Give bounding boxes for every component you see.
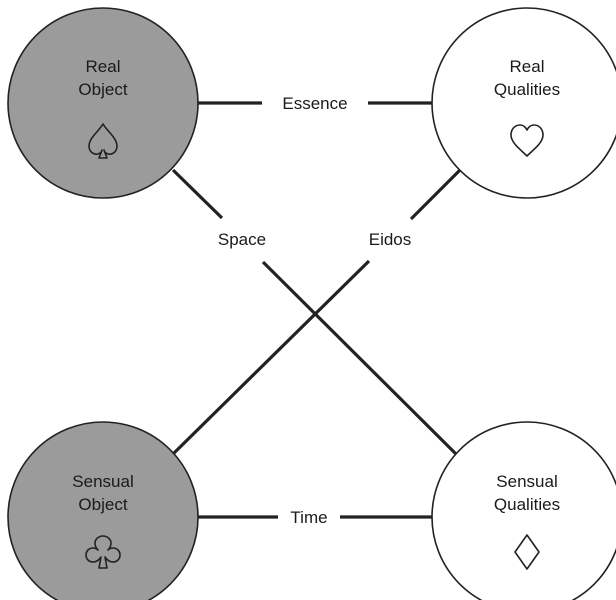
diamond-icon: [514, 534, 540, 570]
heart-icon: [510, 124, 544, 157]
sensual-object-node: Sensual Object: [7, 421, 199, 600]
real-object-node: Real Object: [7, 7, 199, 199]
club-icon: [85, 535, 121, 569]
real-object-circle: [7, 7, 199, 199]
space-line-lower: [261, 260, 460, 458]
real-qualities-line1: Real: [510, 57, 545, 76]
sensual-qualities-circle: [431, 421, 616, 600]
spade-icon: [88, 123, 118, 159]
eidos-line-upper: [409, 167, 463, 221]
real-qualities-line2: Qualities: [494, 80, 560, 99]
real-qualities-circle: [431, 7, 616, 199]
sensual-qualities-line2: Qualities: [494, 495, 560, 514]
connector-lines: [170, 101, 463, 519]
real-qualities-node: Real Qualities: [431, 7, 616, 199]
time-label: Time: [290, 508, 327, 527]
real-object-line2: Object: [78, 80, 127, 99]
space-line-upper: [171, 168, 224, 220]
sensual-object-circle: [7, 421, 199, 600]
space-label: Space: [218, 230, 266, 249]
real-object-line1: Real: [86, 57, 121, 76]
eidos-label: Eidos: [369, 230, 412, 249]
essence-label: Essence: [282, 94, 347, 113]
sensual-qualities-node: Sensual Qualities: [431, 421, 616, 600]
sensual-object-line1: Sensual: [72, 472, 133, 491]
sensual-qualities-line1: Sensual: [496, 472, 557, 491]
sensual-object-line2: Object: [78, 495, 127, 514]
eidos-line-lower: [170, 259, 371, 457]
